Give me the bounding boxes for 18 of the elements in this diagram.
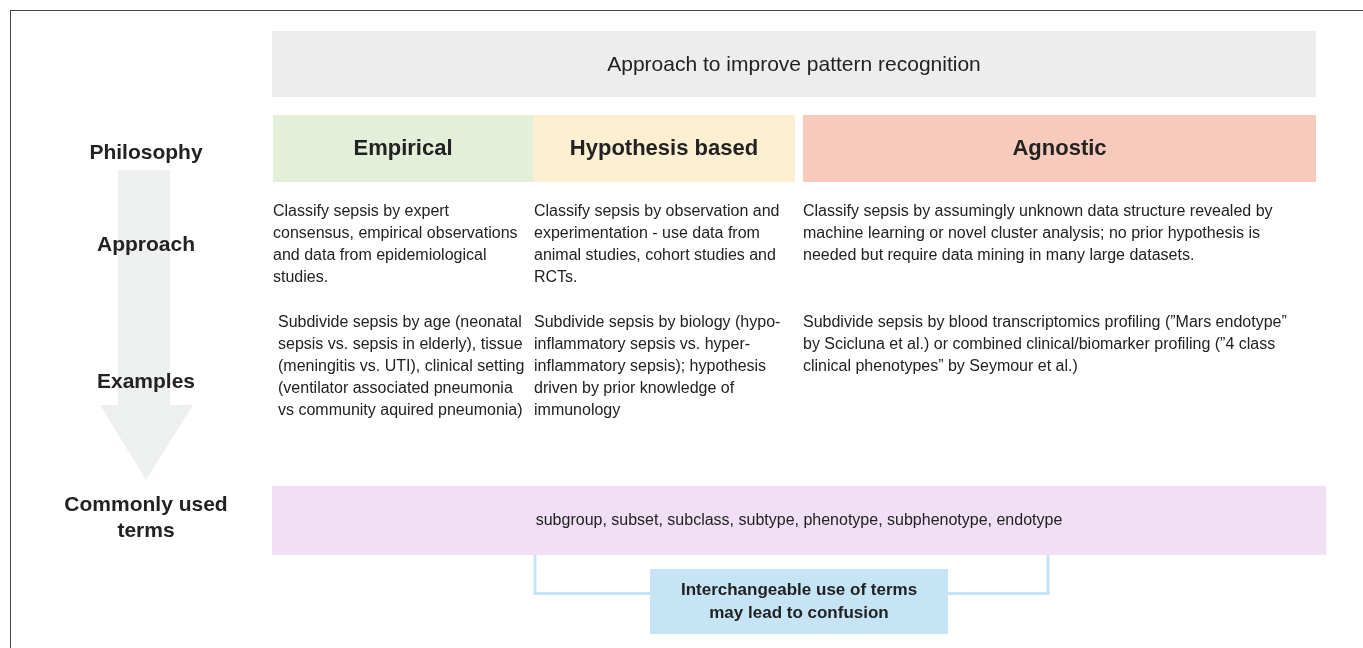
example-text: Subdivide sepsis by biology (hypo-inflammatory sepsis vs. hyper-inflammatory sepsis); hypothesis driven by prior knowledge of immunology <box>534 312 782 420</box>
header-box: Approach to improve pattern recognition <box>272 31 1316 97</box>
row-heading: Approach <box>96 231 196 257</box>
approach-text: Classify sepsis by assumingly unknown data structure revealed by machine learning or novel cluster analysis; no prior hypothesis is needed but require data mining in many large datasets. <box>803 201 1274 265</box>
row-heading: Examples <box>95 368 197 394</box>
row-heading: Commonly used terms <box>63 491 229 543</box>
example-text: Subdivide sepsis by blood transcriptomics profiling (”Mars endotype” by Scicluna et al.) or combined clinical/biomarker profiling (”4 class clinical phenotypes” by Seymour et al.) <box>803 312 1288 376</box>
terms-box: subgroup, subset, subclass, subtype, phenotype, subphenotype, endotype <box>272 486 1326 555</box>
connector-line <box>533 555 650 595</box>
column-header: Hypothesis based <box>533 115 795 182</box>
note-box: Interchangeable use of terms may lead to confusion <box>650 569 948 634</box>
connector-line <box>948 555 1050 595</box>
example-text: Subdivide sepsis by age (neonatal sepsis vs. sepsis in elderly), tissue (meningitis vs. UTI), clinical setting (ventilator associated pneumonia vs community aquired pneumonia) <box>278 312 526 420</box>
column-header: Agnostic <box>803 115 1316 182</box>
approach-text: Classify sepsis by observation and experimentation - use data from animal studies, cohort studies and RCTs. <box>534 201 781 287</box>
row-heading: Philosophy <box>88 139 204 165</box>
approach-text: Classify sepsis by expert consensus, empirical observations and data from epidemiological studies. <box>273 201 519 287</box>
column-header: Empirical <box>273 115 533 182</box>
